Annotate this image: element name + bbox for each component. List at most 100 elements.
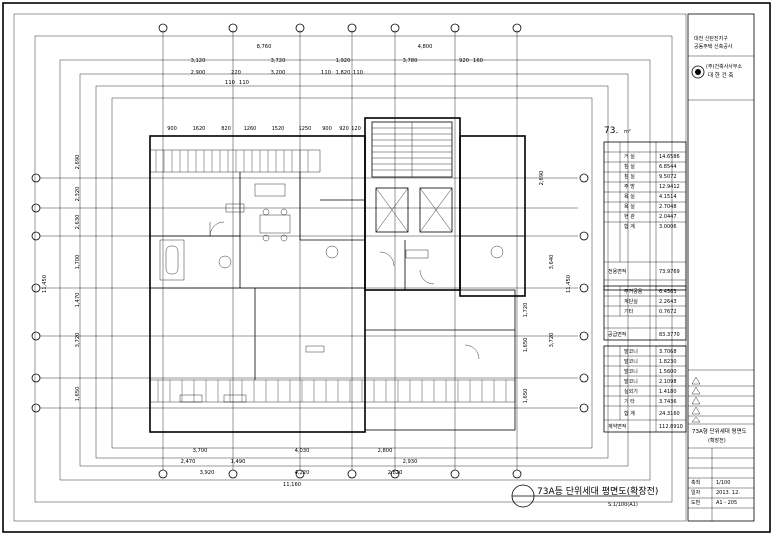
company-logo: [691, 65, 705, 79]
supply-total-label: 공급면적: [608, 331, 626, 338]
dim-right-1: 3,640: [549, 255, 555, 270]
date-label: 일자: [691, 489, 701, 496]
room-dim-6: 900: [322, 126, 332, 132]
scale-label: 축척: [691, 479, 700, 486]
dim-bot-2b: 1,490: [231, 459, 246, 465]
area-row-2-value: 9.5072: [659, 174, 677, 180]
grand-total-label: 계약면적: [608, 423, 626, 430]
service-row-0-label: 발코니: [624, 348, 638, 355]
room-dim-2: 820: [221, 126, 231, 132]
elevator-2: [419, 187, 453, 233]
common-row-0-value: 6.4563: [659, 289, 677, 295]
company-name-2: 대 한 건 축: [708, 71, 734, 79]
dim-right-4: 3,720: [549, 333, 555, 348]
area-row-3-value: 12.9412: [659, 184, 680, 190]
scale-value: 1/100: [716, 480, 730, 486]
dining-table: [259, 214, 291, 234]
dim-top-3b: 220: [231, 70, 241, 76]
dim-bot-1c: 2,800: [378, 448, 393, 454]
sheet-drawing-sub: (확장전): [708, 437, 726, 444]
elevator-1: [375, 187, 409, 233]
bathtub: [159, 239, 185, 281]
common-row-1-value: 2.2643: [659, 299, 677, 305]
service-total-value: 24.3160: [659, 411, 680, 417]
dim-top-1a: 8,760: [257, 44, 272, 50]
dim-top-1b: 4,800: [418, 44, 433, 50]
project-name-2: 공동주택 신축공사: [694, 43, 733, 50]
dim-left-4: 1,470: [75, 293, 81, 308]
drawing-frame: [13, 13, 687, 522]
dim-right-3: 1,650: [523, 338, 529, 353]
room-dim-5: 1250: [299, 126, 312, 132]
area-row-7-label: 합 계: [624, 223, 635, 230]
service-row-1-value: 1.8230: [659, 359, 677, 365]
dim-left-5: 3,720: [75, 333, 81, 348]
area-row-0-label: 거 실: [624, 153, 635, 160]
dim-bot-3b: 4,220: [295, 470, 310, 476]
dim-top-2d: 3,780: [403, 58, 418, 64]
unit-outline-left: [149, 135, 366, 433]
project-name: 대전 신탄진지구: [694, 35, 728, 42]
service-row-2-value: 1.5600: [659, 369, 677, 375]
area-subtotal-label: 전용면적: [608, 268, 626, 275]
company-name: (주)건축사사무소: [706, 63, 743, 70]
drawing-no-label: 도번: [691, 499, 701, 506]
unit-outline-right: [459, 135, 526, 297]
service-row-1-label: 발코니: [624, 358, 638, 365]
dim-left-2: 2,630: [75, 215, 81, 230]
dim-top-2e: 920: [459, 58, 469, 64]
area-row-6-value: 2.0447: [659, 214, 677, 220]
service-row-5-label: 기 타: [624, 398, 635, 405]
area-subtotal-value: 73.9769: [659, 269, 680, 275]
room-dim-4: 1520: [272, 126, 285, 132]
dim-bot-2a: 2,470: [181, 459, 196, 465]
title-block: 대전 신탄진지구 공동주택 신축공사 (주)건축사사무소 대 한 건 축 73A…: [687, 13, 755, 522]
dim-top-4a: 110: [225, 80, 235, 86]
core-outline: [364, 117, 461, 291]
common-row-2-value: 0.7672: [659, 309, 677, 315]
floor-plan: [149, 117, 526, 433]
dim-bot-4a: 11,160: [283, 482, 301, 488]
drawing-no-value: A1 - 205: [716, 500, 737, 506]
plan-title: 73A등 단위세대 평면도(확장전): [537, 485, 658, 497]
area-table-heading: 73.: [604, 126, 618, 136]
area-row-0-value: 14.6586: [659, 154, 680, 160]
dim-top-3d: 110: [321, 70, 331, 76]
dim-top-3e: 1,820: [336, 70, 351, 76]
dim-right-overall: 11,450: [566, 275, 572, 293]
drawing-title: 73A등 단위세대 평면도(확장전) S:1/100(A1): [511, 484, 658, 508]
dim-left-0: 2,690: [75, 155, 81, 170]
room-dim-7: 920: [339, 126, 349, 132]
service-row-4-value: 1.4180: [659, 389, 677, 395]
dim-top-2b: 3,720: [271, 58, 286, 64]
service-row-5-value: 3.7436: [659, 399, 677, 405]
service-row-0-value: 3.7068: [659, 349, 677, 355]
dim-top-2a: 3,120: [191, 58, 206, 64]
toilet: [218, 255, 232, 269]
dim-bot-2c: 2,930: [403, 459, 418, 465]
service-row-3-value: 2.1098: [659, 379, 677, 385]
right-dimensions: 2,690 3,640 1,720 1,650 3,720 1,650 11,4…: [523, 171, 572, 404]
room-dim-1: 1620: [193, 126, 206, 132]
supply-total-value: 83.3770: [659, 332, 680, 338]
room-dim-3: 1260: [244, 126, 257, 132]
dim-right-5: 1,650: [523, 389, 529, 404]
dim-left-6: 1,650: [75, 387, 81, 402]
service-total-label: 합 계: [624, 410, 635, 417]
area-row-4-value: 4.1514: [659, 194, 677, 200]
service-row-2-label: 발코니: [624, 368, 638, 375]
dim-left-1: 2,320: [75, 187, 81, 202]
dim-bot-3a: 3,920: [200, 470, 215, 476]
area-row-5-value: 2.7048: [659, 204, 677, 210]
dim-left-3: 1,700: [75, 255, 81, 270]
dim-top-3c: 3,200: [271, 70, 286, 76]
room-dim-8: 120: [351, 126, 361, 132]
date-value: 2013. 12.: [716, 490, 740, 496]
plan-scale: S:1/100(A1): [608, 502, 638, 508]
common-row-1-label: 계단실: [624, 298, 638, 305]
grid-bubbles: [31, 23, 589, 479]
dim-bot-3c: 2,820: [388, 470, 403, 476]
